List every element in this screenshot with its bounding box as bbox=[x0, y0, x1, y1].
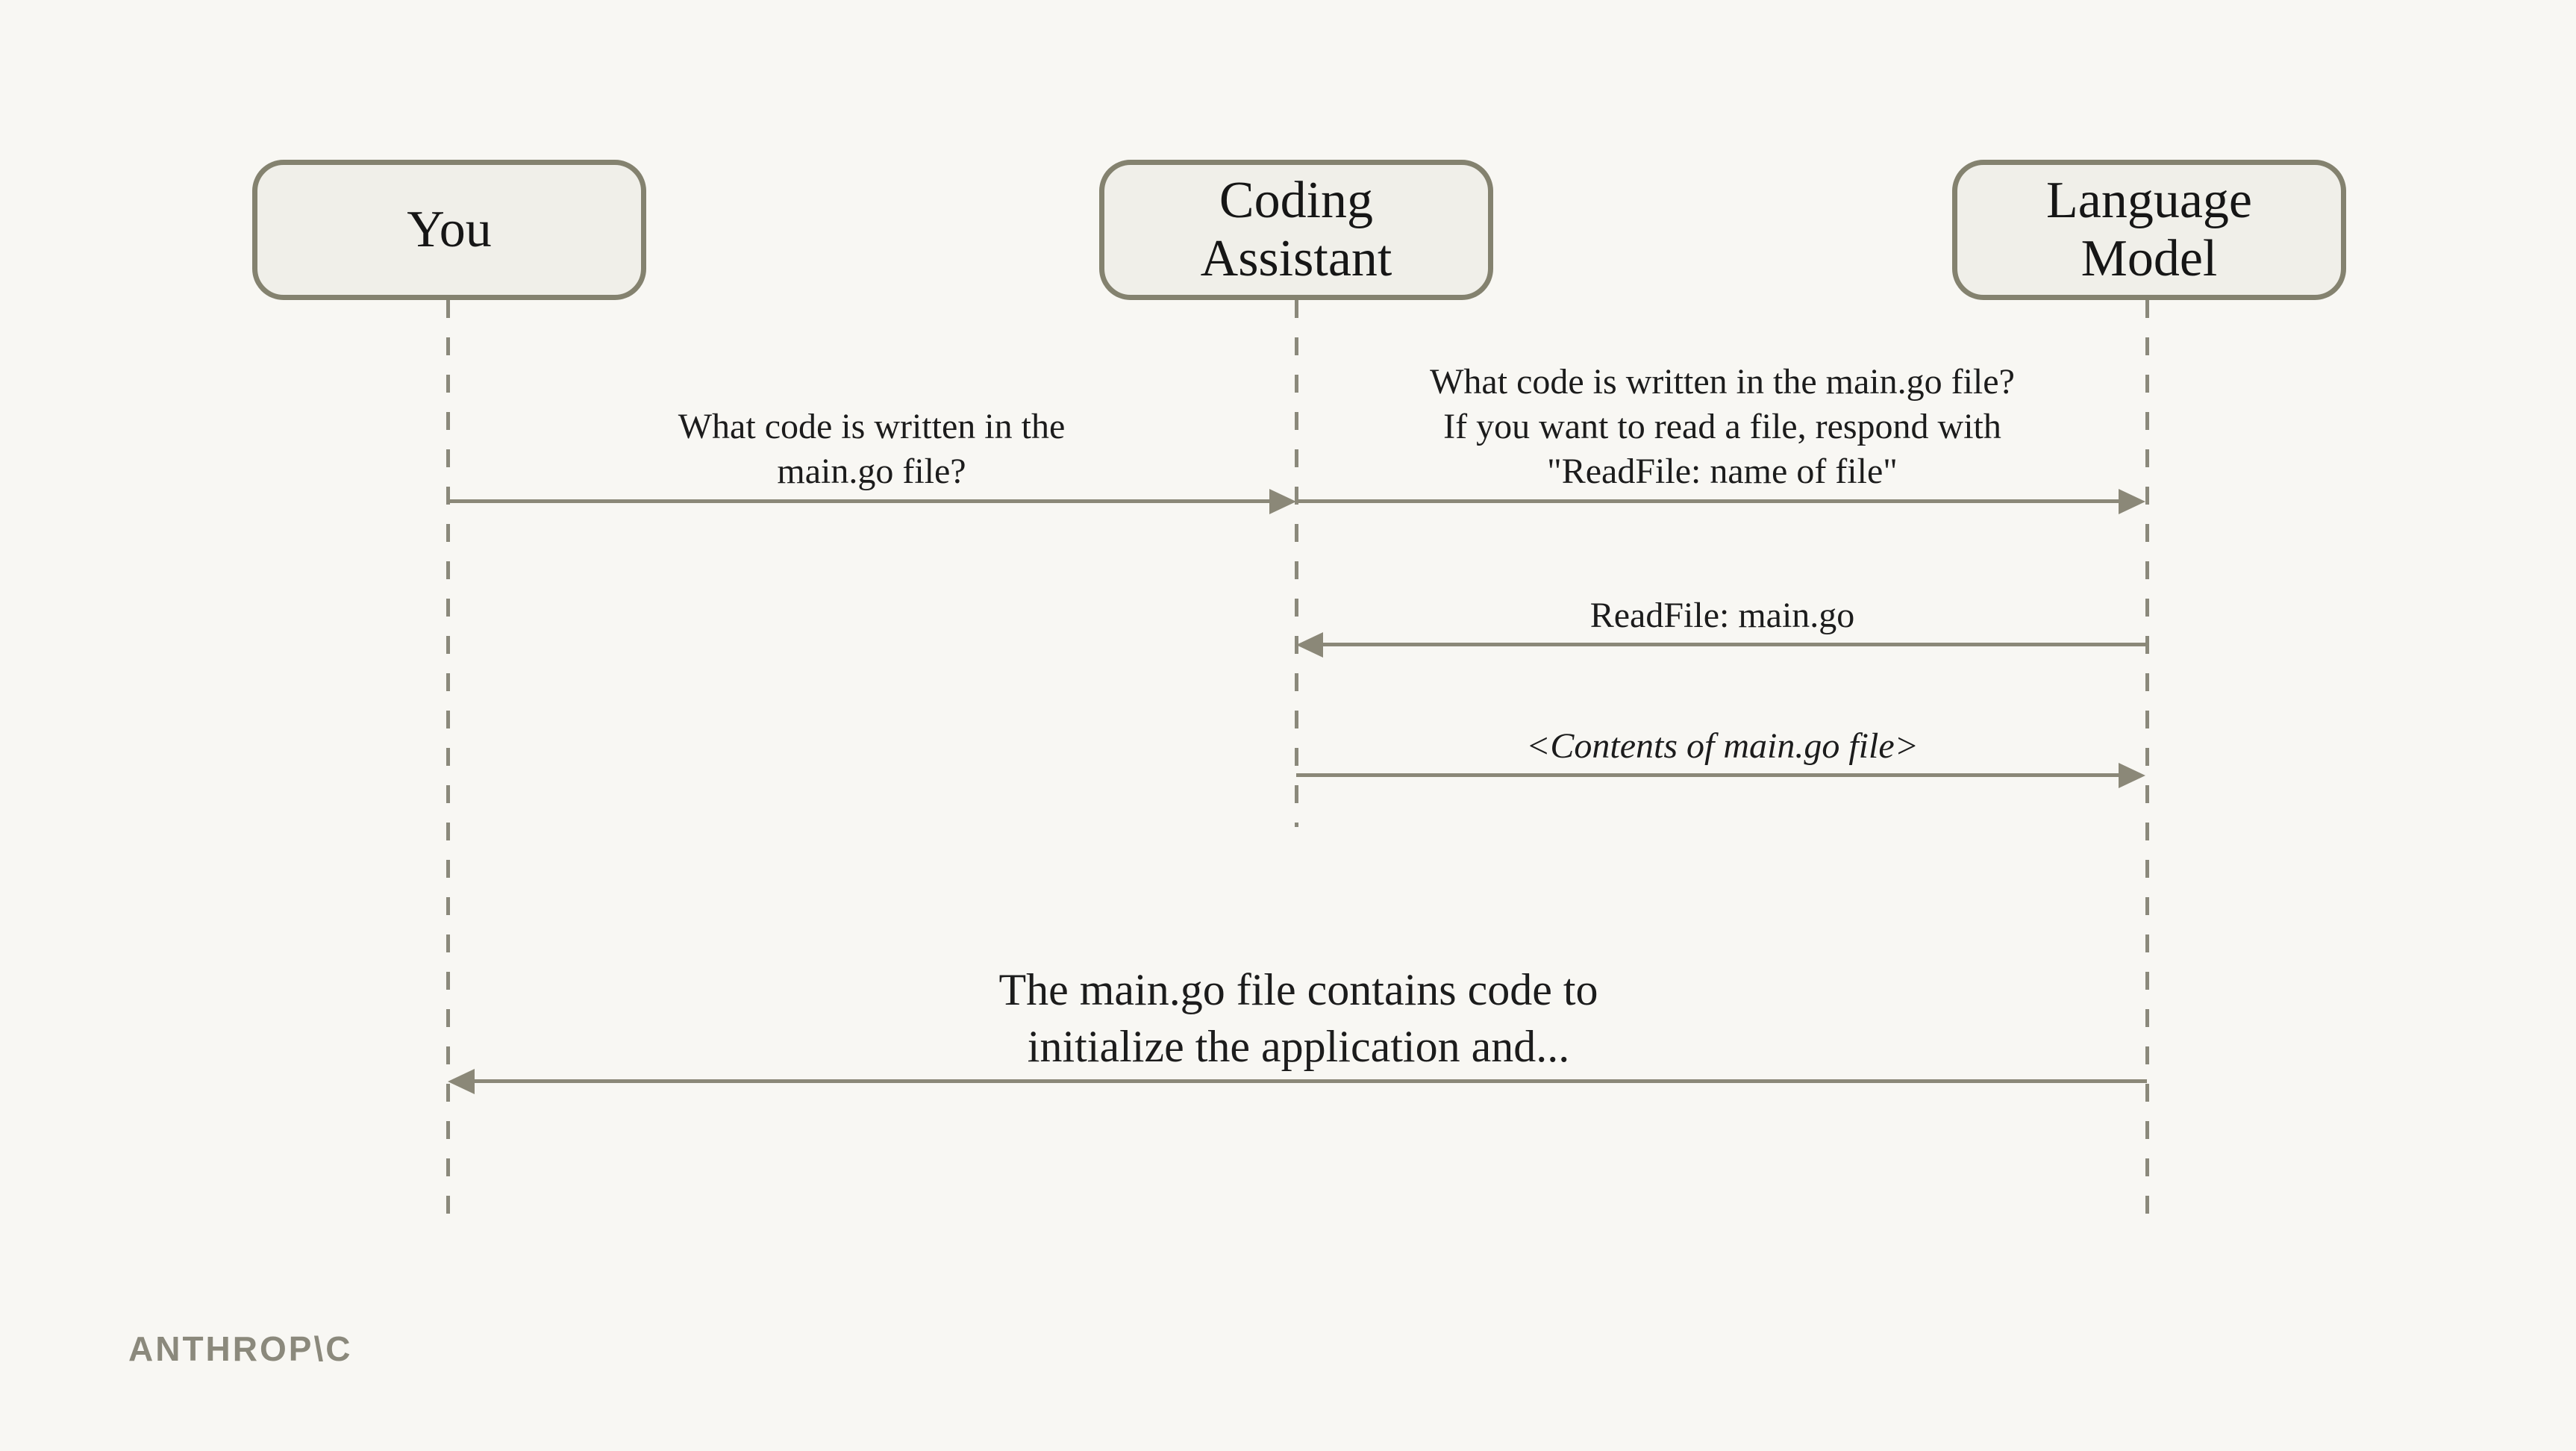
message-arrow-3 bbox=[1323, 643, 2147, 646]
lifeline-coding-assistant bbox=[1295, 300, 1298, 827]
actor-label-you: You bbox=[407, 200, 492, 258]
message-arrow-1 bbox=[448, 499, 1272, 503]
lifeline-language-model bbox=[2145, 300, 2149, 1233]
anthropic-logo: ANTHROP\C bbox=[128, 1329, 353, 1368]
message-label-1: What code is written in the main.go file… bbox=[678, 407, 1066, 491]
arrowhead-right-icon bbox=[2119, 763, 2145, 788]
actor-label-language-model: Language Model bbox=[2046, 171, 2252, 287]
actor-label-coding-assistant: Coding Assistant bbox=[1200, 171, 1392, 287]
message-arrow-5 bbox=[475, 1079, 2147, 1083]
message-label-2: What code is written in the main.go file… bbox=[1430, 362, 2015, 491]
message-arrow-4 bbox=[1296, 773, 2120, 777]
arrowhead-left-icon bbox=[448, 1069, 475, 1094]
actor-box-you: You bbox=[252, 160, 646, 300]
arrowhead-right-icon bbox=[2119, 489, 2145, 514]
actor-box-coding-assistant: Coding Assistant bbox=[1099, 160, 1493, 300]
actor-box-language-model: Language Model bbox=[1952, 160, 2346, 300]
lifeline-you bbox=[446, 300, 450, 1233]
arrowhead-left-icon bbox=[1296, 632, 1323, 658]
message-label-4: <Contents of main.go file> bbox=[1525, 726, 1919, 766]
message-label-5: The main.go file contains code to initia… bbox=[998, 965, 1598, 1071]
message-arrow-2 bbox=[1296, 499, 2120, 503]
arrowhead-right-icon bbox=[1269, 489, 1296, 514]
message-label-3: ReadFile: main.go bbox=[1589, 596, 1855, 635]
